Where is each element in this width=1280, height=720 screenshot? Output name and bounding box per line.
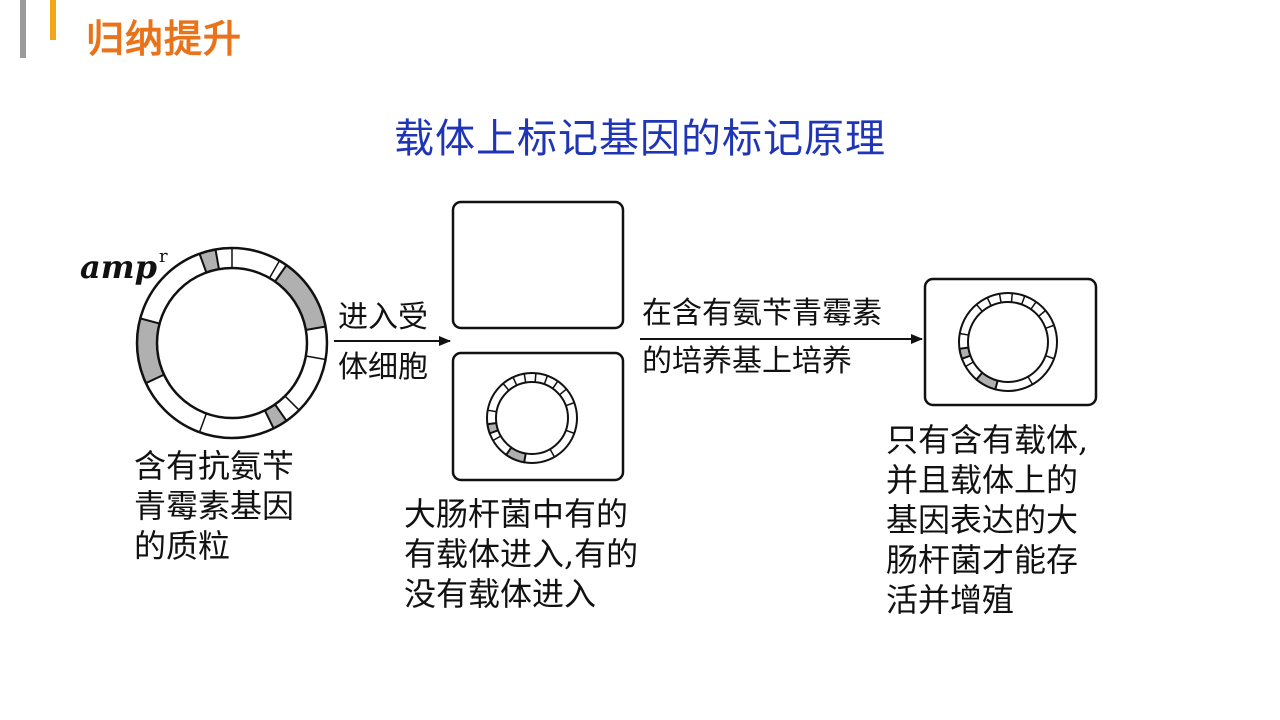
caption-line: 的质粒 [134,527,231,565]
plasmid-tick [523,373,527,383]
plasmid-tick [559,388,567,396]
plasmid-tick [1038,309,1047,317]
plasmid-tick [565,401,575,407]
header-accent-bars [20,0,60,60]
plasmid-tick [1027,376,1034,385]
step1-label-2: 体细胞 [338,346,428,390]
caption-line: 只有含有载体, [886,421,1089,459]
accent-bar-gray [20,0,26,58]
caption-line: 没有载体进入 [404,575,597,613]
accent-bar-orange [50,0,56,40]
plasmid-tick [552,380,559,389]
step2-line: 在含有氨苄青霉素 [642,296,882,331]
plasmid-small-in-cell [486,372,578,464]
plasmid-tick [565,429,575,435]
cell-without-vector [451,200,625,330]
caption-line: 活并增殖 [886,581,1015,619]
plasmid-tick [1045,324,1055,330]
plasmid-tick [487,409,497,413]
plasmid-tick [1020,295,1026,305]
step1-label: 进入受 [338,296,428,340]
plasmid-tick [1030,301,1037,310]
plasmid-tick [284,395,300,411]
plasmid-tick [305,355,326,361]
caption-bacteria: 大肠杆菌中有的 有载体进入,有的 没有载体进入 [404,494,638,614]
step1-line: 体细胞 [338,350,428,385]
plasmid-tick [965,361,974,368]
plasmid-outer-ring [135,246,329,440]
caption-line: 含有抗氨苄 [134,447,295,485]
plasmid-tick [998,293,1002,303]
plasmid-tick [1045,354,1055,360]
caption-result: 只有含有载体, 并且载体上的 基因表达的大 肠杆菌才能存 活并增殖 [886,420,1088,620]
plasmid-tick [502,383,510,391]
plasmid-tick [1010,293,1014,303]
caption-line: 青霉素基因 [134,487,295,525]
caption-plasmid: 含有抗氨苄 青霉素基因 的质粒 [134,446,294,566]
main-title: 载体上标记基因的标记原理 [394,116,886,162]
plasmid-tick [512,376,518,386]
plasmid-tick [268,260,281,279]
plasmid-tick [543,375,549,385]
plasmid-tick [534,373,537,383]
caption-line: 大肠杆菌中有的 [404,495,629,533]
plasmid-tick [959,332,969,336]
plasmid-tick [986,297,992,307]
caption-line: 肠杆菌才能存 [886,541,1079,579]
step2-line: 的培养基上培养 [642,344,852,379]
step2-label: 在含有氨苄青霉素 [642,292,882,336]
caption-line: 有载体进入,有的 [404,535,639,573]
step1-line: 进入受 [338,300,428,335]
plasmid-result-inner-ring [967,301,1049,383]
plasmid-tick [198,413,208,433]
caption-line: 并且载体上的 [886,461,1079,499]
plasmid-small-inner-ring [495,381,569,455]
plasmid-small-in-result-cell [958,292,1058,392]
plasmid-tick [549,448,556,458]
section-title: 归纳提升 [86,17,243,61]
plasmid-large [135,246,329,440]
plasmid-inner-ring [155,266,309,420]
plasmid-tick [975,303,983,312]
caption-line: 基因表达的大 [886,501,1079,539]
plasmid-tick [492,435,502,442]
step2-label-2: 的培养基上培养 [642,340,852,384]
